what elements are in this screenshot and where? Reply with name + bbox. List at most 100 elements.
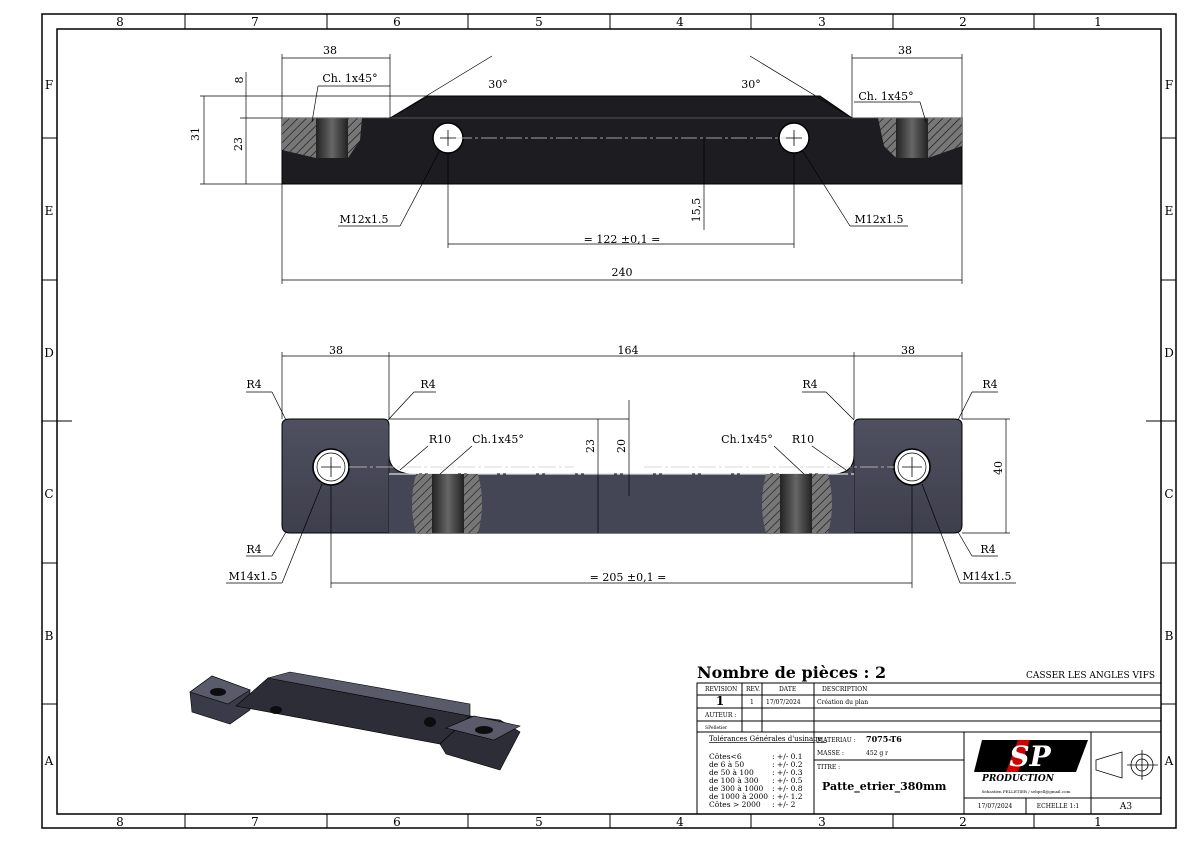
tol-range: de 6 à 50 (709, 760, 744, 769)
label-r4-br: R4 (980, 543, 995, 556)
dim-left-38: 38 (329, 344, 343, 357)
tol-range: Côtes<6 (709, 752, 742, 761)
zone-row: F (1165, 78, 1173, 92)
material-value: 7075-T6 (866, 734, 902, 744)
top-hatch-right (878, 118, 962, 158)
zone-col: 3 (818, 15, 826, 29)
tol-value: : +/- 0.2 (772, 760, 803, 769)
row-desc: Création du plan (817, 699, 868, 706)
zone-col: 4 (676, 815, 684, 829)
block-format: A3 (1119, 802, 1132, 812)
zone-row: C (1164, 487, 1173, 501)
projection-symbol-icon (1095, 750, 1158, 780)
author-value: SPelletier (705, 725, 728, 731)
dim-h-15-5: 15,5 (690, 198, 703, 223)
label-thread-right: M12x1.5 (855, 213, 904, 226)
block-date: 17/07/2024 (978, 803, 1013, 810)
zone-col: 6 (393, 15, 401, 29)
zone-col: 4 (676, 15, 684, 29)
tol-range: de 100 à 300 (709, 776, 759, 785)
dim-h-31: 31 (189, 127, 202, 141)
label-chamfer-left: Ch. 1x45° (322, 72, 377, 85)
rev-header: REVISION (705, 686, 737, 693)
label-thread-left: M12x1.5 (340, 213, 389, 226)
zone-col: 2 (959, 815, 967, 829)
zone-col: 7 (251, 815, 259, 829)
desc-col: DESCRIPTION (822, 686, 867, 693)
company-logo: SP PRODUCTION Sebastien PELLETIER / sebp… (974, 740, 1088, 794)
contact-text: Sebastien PELLETIER / sebpell@gmail.com (982, 789, 1071, 794)
logo-sub: PRODUCTION (981, 774, 1055, 784)
block-scale: ECHELLE 1:1 (1037, 803, 1080, 810)
zone-col: 7 (251, 15, 259, 29)
zone-col: 8 (116, 15, 124, 29)
dim-h-23: 23 (232, 137, 245, 151)
drawing-title: Patte_etrier_380mm (822, 780, 947, 794)
label-chamfer-right: Ch. 1x45° (858, 90, 913, 103)
dim-holes-122: = 122 ±0,1 = (584, 233, 661, 246)
material-label: MATERIAU : (817, 737, 856, 744)
zone-row: B (1165, 629, 1174, 643)
label-r4-tr-out: R4 (982, 378, 997, 391)
tol-range: Côtes > 2000 (709, 800, 761, 809)
front-view: 38 164 38 23 20 40 = 205 ±0,1 = R4 R4 R4… (226, 344, 1016, 588)
label-r10-right: R10 (792, 433, 814, 446)
label-r4-tl-in: R4 (420, 378, 435, 391)
dim-h-20: 20 (615, 439, 628, 453)
label-angle-left: 30° (488, 78, 508, 91)
tolerance-title: Tolérances Générales d'usinage : (709, 735, 826, 743)
zone-col: 6 (393, 815, 401, 829)
author-label: AUTEUR : (704, 712, 736, 719)
zone-col: 1 (1094, 15, 1102, 29)
top-dimension-texts: 38 38 8 31 23 15,5 = 122 ±0,1 = 240 Ch. … (189, 44, 914, 279)
top-hatch-left (282, 118, 362, 158)
zone-col: 5 (535, 815, 543, 829)
label-thread-right: M14x1.5 (963, 570, 1012, 583)
sheet-frame (41, 13, 1177, 829)
front-dimension-texts: 38 164 38 23 20 40 = 205 ±0,1 = R4 R4 R4… (229, 344, 1012, 584)
zone-row: A (44, 754, 54, 768)
isometric-view (189, 671, 521, 771)
dim-h-23: 23 (584, 439, 597, 453)
tol-value: : +/- 1.2 (772, 792, 803, 801)
tolerance-table: Côtes<6 : +/- 0.1 de 6 à 50 : +/- 0.2 de… (709, 752, 803, 809)
zone-row: E (1165, 204, 1174, 218)
label-chamfer-left: Ch.1x45° (472, 433, 524, 446)
dim-total-240: 240 (612, 266, 633, 279)
row-rev: 1 (750, 699, 754, 706)
zone-row: A (1164, 754, 1174, 768)
tol-range: de 300 à 1000 (709, 784, 763, 793)
tol-range: de 50 à 100 (709, 768, 754, 777)
logo-text: SP (1009, 740, 1051, 773)
tol-value: : +/- 0.3 (772, 768, 803, 777)
label-r4-tr-in: R4 (802, 378, 817, 391)
zone-row: F (45, 78, 53, 92)
dim-right-38: 38 (898, 44, 912, 57)
top-section-view: 38 38 8 31 23 15,5 = 122 ±0,1 = 240 Ch. … (189, 44, 963, 284)
zone-row: D (1164, 346, 1174, 360)
tol-range: de 1000 à 2000 (709, 792, 768, 801)
front-hatch-left (412, 474, 482, 533)
dim-left-38: 38 (323, 44, 337, 57)
tol-value: : +/- 2 (772, 800, 796, 809)
label-angle-right: 30° (741, 78, 761, 91)
rev-col: REV. (746, 686, 760, 693)
label-r4-tl-out: R4 (246, 378, 261, 391)
zone-row: D (44, 346, 54, 360)
tol-value: : +/- 0.1 (772, 752, 803, 761)
zone-col: 8 (116, 815, 124, 829)
zone-col: 5 (535, 15, 543, 29)
tol-value: : +/- 0.8 (772, 784, 803, 793)
rev-value: 1 (716, 694, 724, 708)
mass-value: 452 g r (866, 750, 888, 757)
quantity-label: Nombre de pièces : 2 (697, 663, 886, 682)
front-hatch-right (762, 474, 832, 533)
zone-row: C (44, 487, 53, 501)
dim-holes-205: = 205 ±0,1 = (590, 571, 667, 584)
title-block: Nombre de pièces : 2 CASSER LES ANGLES V… (696, 663, 1162, 815)
tol-value: : +/- 0.5 (772, 776, 803, 785)
label-chamfer-right: Ch.1x45° (721, 433, 773, 446)
title-label: TITRE : (817, 764, 840, 771)
